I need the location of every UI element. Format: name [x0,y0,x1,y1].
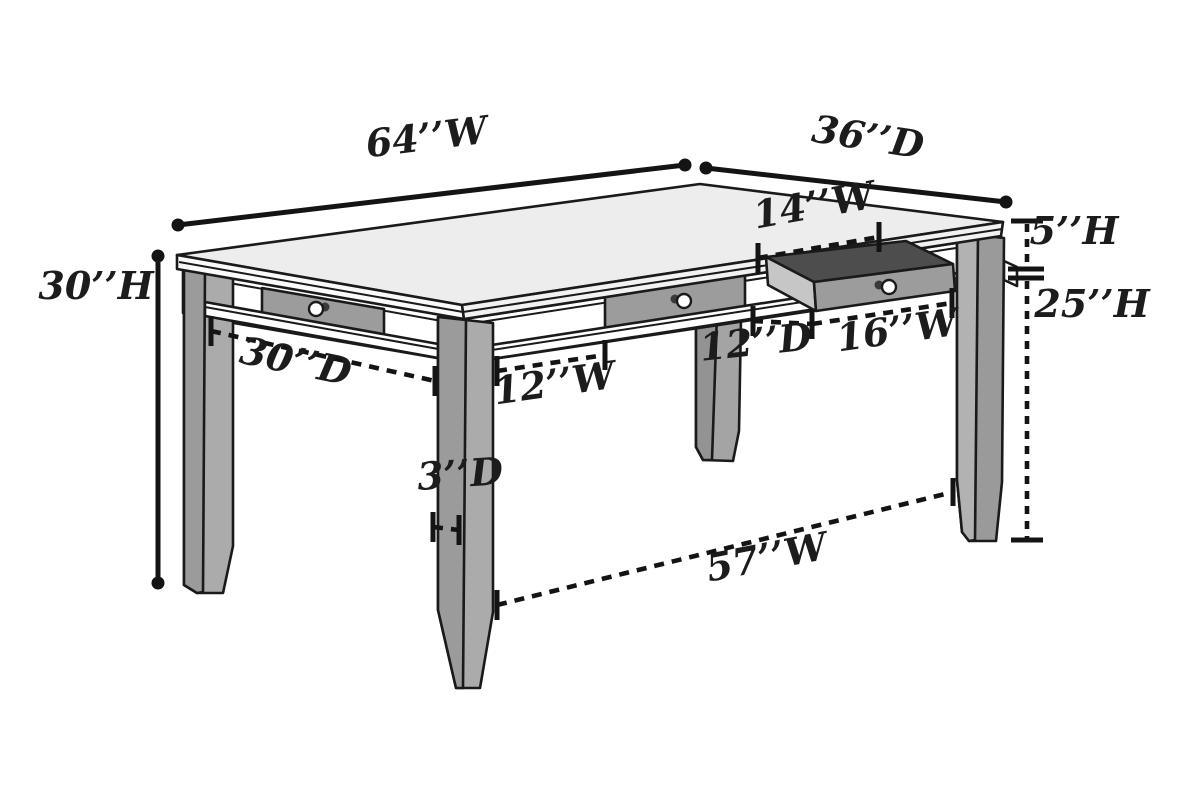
dim-table-width-label: 64’’W [363,106,493,166]
dim-leg-thickness-label: 3’’D [416,448,505,499]
dim-leg-span-width-label: 57’’W [702,522,834,590]
dim-leg-span-width: 57’’W [494,478,956,620]
dim-leg-thickness: 3’’D [416,448,505,545]
table-leg-back-left [182,264,235,595]
table-leg-front [436,315,495,690]
drawer-knob-right [675,292,693,310]
dim-drawer-front-width-label: 12’’W [491,351,621,413]
dim-table-height: 30’’H [38,249,165,590]
drawer-open [764,239,957,313]
tabletop-bevel-left [178,261,464,313]
dim-apron-height: 5’’H [1008,208,1120,281]
drawer-knob-left [307,300,325,318]
dim-leg-clearance-height-label: 25’’H [1033,281,1150,326]
drawer-knob-open [880,278,898,296]
rail-end-cap [1002,259,1019,288]
dim-table-depth-label: 36’’D [809,106,927,168]
dim-leg-clearance-height: 25’’H [1011,281,1151,543]
dim-open-drawer-width-label: 16’’W [834,298,964,360]
dim-table-height-label: 30’’H [38,263,154,308]
table-illustration [175,182,1019,690]
table-leg-back-right [955,231,1019,543]
dim-apron-height-label: 5’’H [1030,208,1120,253]
